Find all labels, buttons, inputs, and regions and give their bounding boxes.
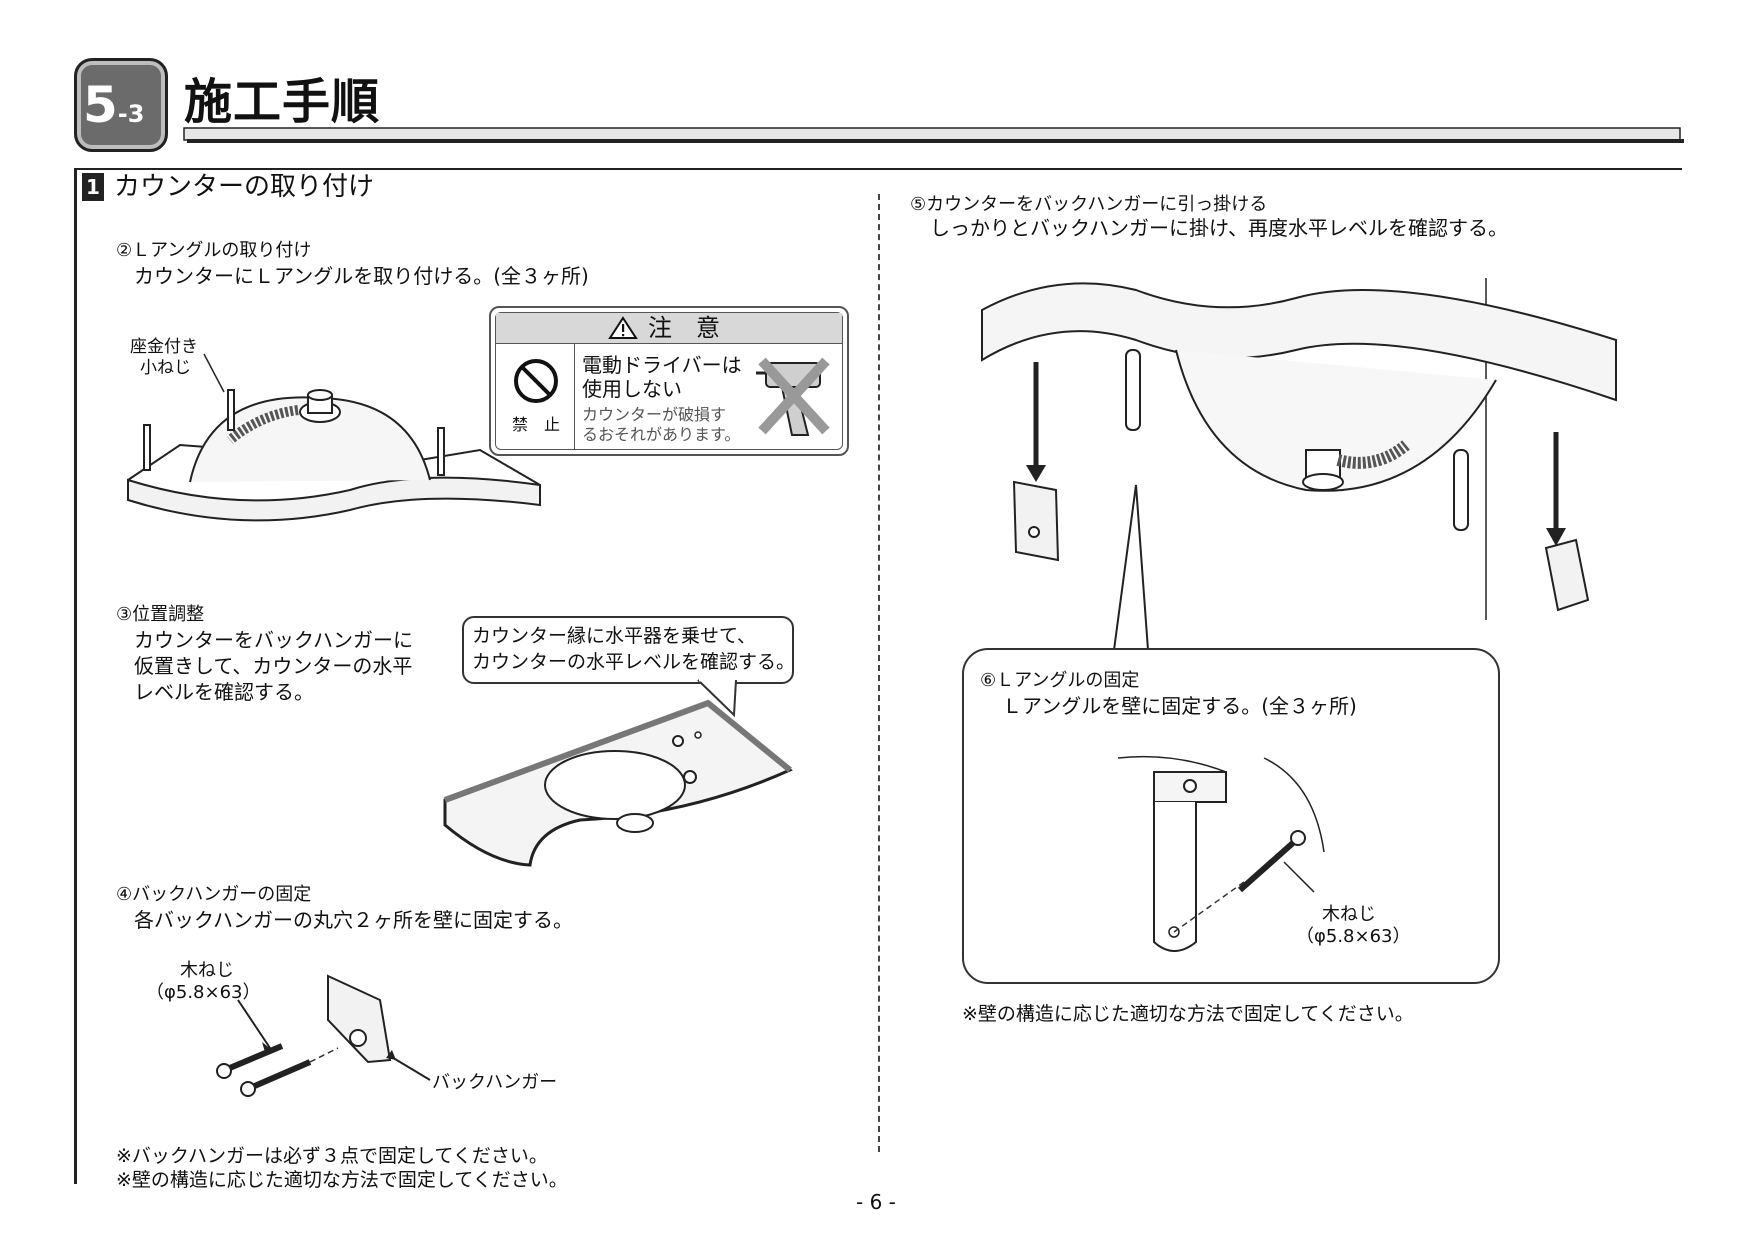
step4-note-2: ※壁の構造に応じた適切な方法で固定してください。 bbox=[116, 1169, 568, 1191]
step6-detail-box: ⑥Ｌアングルの固定 Ｌアングルを壁に固定する。(全３ヶ所) 木ねじ （φ5.8×… bbox=[962, 648, 1500, 984]
bubble-tail bbox=[697, 678, 737, 718]
step4-screw-label-1: 木ねじ bbox=[180, 960, 234, 981]
caution-main-1: 電動ドライバーは bbox=[582, 353, 742, 377]
step2-body: カウンターにＬアングルを取り付ける。(全３ヶ所) bbox=[134, 264, 589, 288]
column-divider bbox=[878, 194, 880, 1152]
prohibition-icon bbox=[514, 359, 558, 403]
left-margin-bar bbox=[74, 168, 77, 1184]
page-title: 施工手順 bbox=[184, 74, 381, 130]
caution-sub-1: カウンターが破損す bbox=[582, 405, 727, 424]
step6-screw-label-2: （φ5.8×63） bbox=[1296, 926, 1411, 947]
caution-sub-2: るおそれがあります。 bbox=[582, 425, 741, 444]
back-hanger-screws-illustration bbox=[216, 974, 431, 1097]
caution-prohibit-cell bbox=[496, 343, 575, 449]
bubble-line-2: カウンターの水平レベルを確認する。 bbox=[472, 651, 796, 673]
badge-sub-number: -3 bbox=[117, 100, 145, 128]
badge-main-number: 5 bbox=[83, 76, 118, 134]
step5-title: ⑤カウンターをバックハンガーに引っ掛ける bbox=[910, 194, 1268, 215]
caution-header-text: 注 意 bbox=[648, 314, 720, 342]
level-speech-bubble: カウンター縁に水平器を乗せて、 カウンターの水平レベルを確認する。 bbox=[462, 616, 796, 684]
section-number: 1 bbox=[82, 173, 104, 201]
step3-body-2: 仮置きして、カウンターの水平 bbox=[134, 654, 413, 678]
step4-note-1: ※バックハンガーは必ず３点で固定してください。 bbox=[116, 1145, 548, 1167]
bubble-line-1: カウンター縁に水平器を乗せて、 bbox=[472, 625, 757, 647]
step6-body: Ｌアングルを壁に固定する。(全３ヶ所) bbox=[1002, 694, 1357, 718]
caution-header-bar: 注 意 bbox=[496, 313, 842, 344]
step5-body: しっかりとバックハンガーに掛け、再度水平レベルを確認する。 bbox=[930, 216, 1508, 240]
section-badge: 5-3 bbox=[74, 58, 168, 152]
back-hanger-label: バックハンガー bbox=[432, 1072, 558, 1093]
section-top-rule bbox=[74, 168, 1682, 170]
prohibit-label: 禁 止 bbox=[512, 415, 561, 434]
step6-screw-label-1: 木ねじ bbox=[1322, 904, 1376, 925]
step6-note: ※壁の構造に応じた適切な方法で固定してください。 bbox=[962, 1003, 1414, 1025]
step3-body-1: カウンターをバックハンガーに bbox=[134, 628, 413, 652]
power-driver-crossed-icon bbox=[756, 357, 830, 436]
warning-triangle-icon bbox=[608, 316, 638, 339]
counter-with-angles-illustration bbox=[127, 353, 541, 522]
caution-main-2: 使用しない bbox=[582, 377, 682, 401]
page-number: - 6 - bbox=[856, 1190, 896, 1214]
step6-title: ⑥Ｌアングルの固定 bbox=[980, 670, 1140, 691]
step2-title: ②Ｌアングルの取り付け bbox=[116, 240, 312, 261]
step3-title: ③位置調整 bbox=[116, 604, 205, 625]
header-rule bbox=[183, 127, 1684, 143]
caution-box: 注 意 禁 止 電動ドライバーは 使用しない カウンターが破損す るおそれがあり… bbox=[489, 306, 849, 456]
step4-body: 各バックハンガーの丸穴２ヶ所を壁に固定する。 bbox=[134, 908, 573, 932]
step4-screw-label-2: （φ5.8×63） bbox=[146, 982, 261, 1003]
counter-top-view-illustration bbox=[443, 699, 793, 867]
step3-body-3: レベルを確認する。 bbox=[134, 680, 314, 704]
washer-screw-label-2: 小ねじ bbox=[140, 358, 191, 378]
step4-title: ④バックハンガーの固定 bbox=[116, 884, 312, 905]
counter-hang-illustration bbox=[981, 278, 1617, 651]
section-title: カウンターの取り付け bbox=[114, 172, 375, 202]
washer-screw-label-1: 座金付き bbox=[130, 337, 198, 357]
angle-fix-illustration bbox=[1117, 755, 1325, 952]
caution-inner: 注 意 禁 止 電動ドライバーは 使用しない カウンターが破損す るおそれがあり… bbox=[495, 312, 843, 450]
